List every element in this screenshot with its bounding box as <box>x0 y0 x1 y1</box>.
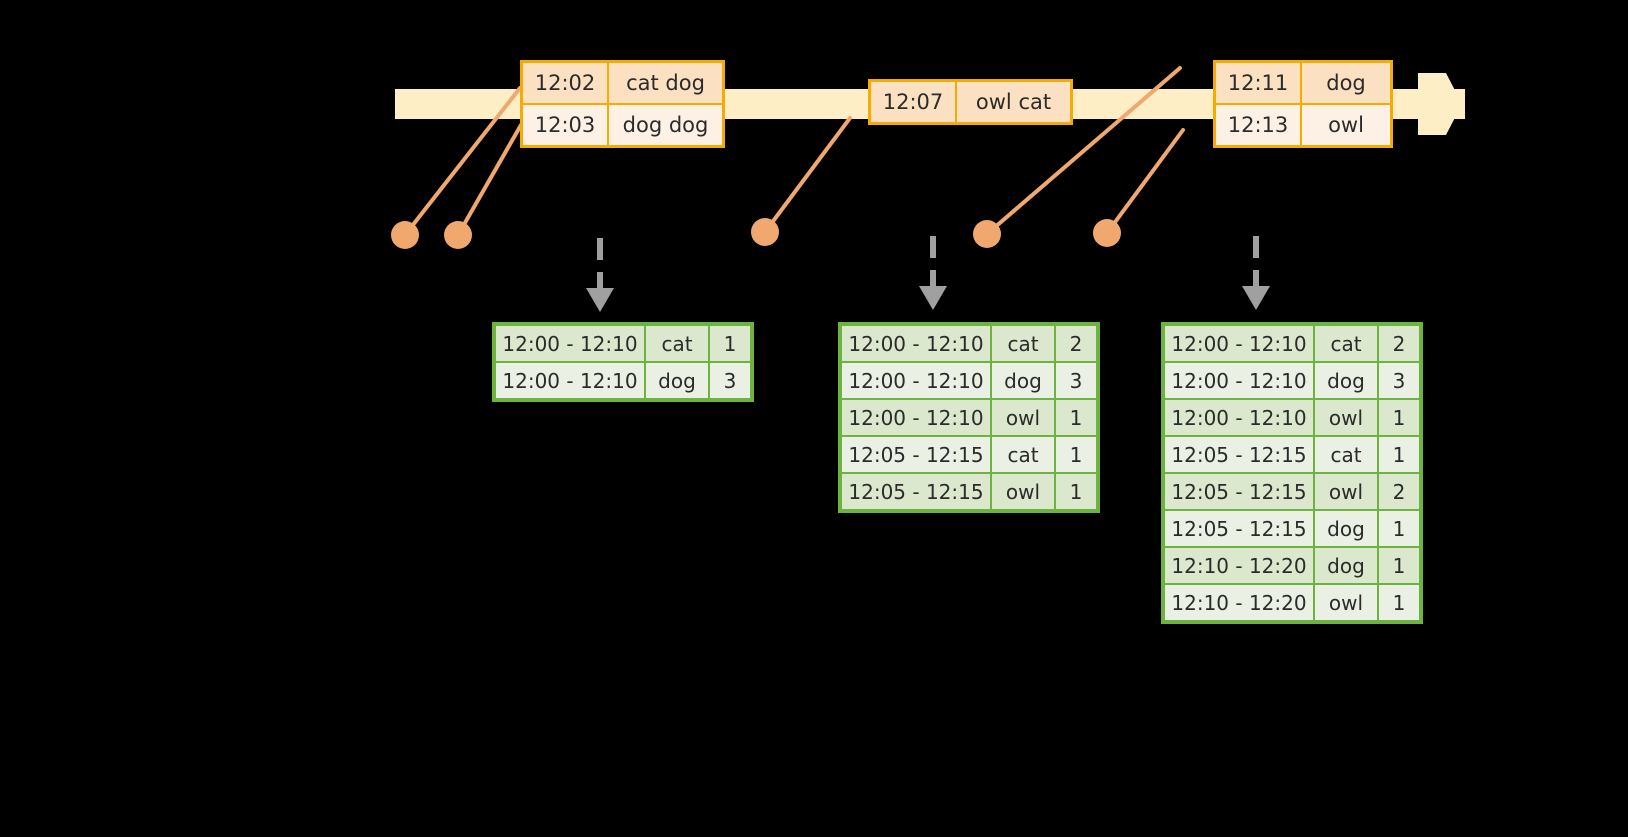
window-range: 12:10 - 12:20 <box>1165 585 1313 620</box>
window-range: 12:00 - 12:10 <box>842 400 990 435</box>
window-count: 2 <box>1379 474 1419 509</box>
window-word: owl <box>1315 474 1377 509</box>
window-range: 12:05 - 12:15 <box>1165 511 1313 546</box>
dashed-arrow-head-3 <box>1242 286 1270 310</box>
window-word: dog <box>1315 511 1377 546</box>
event-words: dog <box>1302 63 1390 103</box>
timeline-arrow-head-body <box>1418 73 1462 135</box>
window-results-2[interactable]: 12:00 - 12:10 cat 2 12:00 - 12:10 dog 3 … <box>838 322 1100 513</box>
window-range: 12:00 - 12:10 <box>496 326 644 361</box>
window-count: 1 <box>1379 400 1419 435</box>
window-word: dog <box>646 363 708 398</box>
window-word: dog <box>1315 363 1377 398</box>
event-group-2[interactable]: 12:07 owl cat <box>868 79 1073 125</box>
window-range: 12:00 - 12:10 <box>1165 400 1313 435</box>
window-range: 12:00 - 12:10 <box>1165 326 1313 361</box>
event-time: 12:13 <box>1216 105 1302 145</box>
window-count: 2 <box>1379 326 1419 361</box>
connector-dot-4 <box>973 220 1001 248</box>
table-row[interactable]: 12:05 - 12:15 owl 2 <box>1165 474 1419 509</box>
window-word: dog <box>1315 548 1377 583</box>
dashed-arrow-head-1 <box>586 288 614 312</box>
window-range: 12:00 - 12:10 <box>496 363 644 398</box>
connector-dots <box>391 218 1121 249</box>
connector-lines <box>403 66 1185 237</box>
window-results-3[interactable]: 12:00 - 12:10 cat 2 12:00 - 12:10 dog 3 … <box>1161 322 1423 624</box>
window-range: 12:00 - 12:10 <box>842 326 990 361</box>
window-word: owl <box>1315 585 1377 620</box>
window-count: 1 <box>1056 437 1096 472</box>
table-row[interactable]: 12:00 - 12:10 dog 3 <box>842 363 1096 398</box>
event-row[interactable]: 12:02 cat dog <box>523 63 722 103</box>
event-row[interactable]: 12:11 dog <box>1216 63 1390 103</box>
event-group-3[interactable]: 12:11 dog 12:13 owl <box>1213 60 1393 148</box>
table-row[interactable]: 12:00 - 12:10 dog 3 <box>1165 363 1419 398</box>
table-row[interactable]: 12:05 - 12:15 owl 1 <box>842 474 1096 509</box>
connector-dot-1 <box>391 221 419 249</box>
table-row[interactable]: 12:05 - 12:15 dog 1 <box>1165 511 1419 546</box>
window-count: 1 <box>1379 437 1419 472</box>
event-row[interactable]: 12:13 owl <box>1216 103 1390 145</box>
connector-dot-2 <box>444 221 472 249</box>
window-results-1[interactable]: 12:00 - 12:10 cat 1 12:00 - 12:10 dog 3 <box>492 322 754 402</box>
window-range: 12:05 - 12:15 <box>842 474 990 509</box>
window-word: cat <box>992 326 1054 361</box>
event-group-1[interactable]: 12:02 cat dog 12:03 dog dog <box>520 60 725 148</box>
window-word: cat <box>646 326 708 361</box>
event-words: owl cat <box>957 82 1070 122</box>
window-count: 3 <box>710 363 750 398</box>
connector-line-1 <box>403 86 522 237</box>
event-words: cat dog <box>609 63 722 103</box>
connector-dot-3 <box>751 218 779 246</box>
window-count: 1 <box>1379 548 1419 583</box>
dashed-arrow-head-2 <box>919 286 947 310</box>
connector-line-5 <box>1105 128 1185 235</box>
window-word: dog <box>992 363 1054 398</box>
table-row[interactable]: 12:05 - 12:15 cat 1 <box>842 437 1096 472</box>
dashed-arrows <box>586 236 1270 312</box>
event-time: 12:07 <box>871 82 957 122</box>
table-row[interactable]: 12:00 - 12:10 owl 1 <box>842 400 1096 435</box>
event-time: 12:11 <box>1216 63 1302 103</box>
connector-line-3 <box>763 116 852 234</box>
event-row[interactable]: 12:07 owl cat <box>871 82 1070 122</box>
table-row[interactable]: 12:00 - 12:10 cat 2 <box>1165 326 1419 361</box>
event-row[interactable]: 12:03 dog dog <box>523 103 722 145</box>
window-count: 1 <box>1056 474 1096 509</box>
window-count: 1 <box>710 326 750 361</box>
window-word: owl <box>992 474 1054 509</box>
window-count: 3 <box>1056 363 1096 398</box>
window-count: 3 <box>1379 363 1419 398</box>
event-time: 12:03 <box>523 105 609 145</box>
window-count: 1 <box>1379 511 1419 546</box>
connector-line-4 <box>985 66 1182 236</box>
window-count: 1 <box>1056 400 1096 435</box>
window-range: 12:05 - 12:15 <box>842 437 990 472</box>
connector-dot-5 <box>1093 219 1121 247</box>
window-range: 12:00 - 12:10 <box>1165 363 1313 398</box>
window-range: 12:05 - 12:15 <box>1165 437 1313 472</box>
window-count: 1 <box>1379 585 1419 620</box>
table-row[interactable]: 12:00 - 12:10 owl 1 <box>1165 400 1419 435</box>
window-word: cat <box>1315 437 1377 472</box>
window-range: 12:05 - 12:15 <box>1165 474 1313 509</box>
event-time: 12:02 <box>523 63 609 103</box>
window-word: cat <box>992 437 1054 472</box>
window-count: 2 <box>1056 326 1096 361</box>
window-word: cat <box>1315 326 1377 361</box>
table-row[interactable]: 12:00 - 12:10 cat 2 <box>842 326 1096 361</box>
table-row[interactable]: 12:10 - 12:20 owl 1 <box>1165 585 1419 620</box>
window-range: 12:00 - 12:10 <box>842 363 990 398</box>
connector-line-2 <box>456 123 523 237</box>
event-words: dog dog <box>609 105 722 145</box>
window-word: owl <box>992 400 1054 435</box>
table-row[interactable]: 12:10 - 12:20 dog 1 <box>1165 548 1419 583</box>
table-row[interactable]: 12:00 - 12:10 dog 3 <box>496 363 750 398</box>
table-row[interactable]: 12:05 - 12:15 cat 1 <box>1165 437 1419 472</box>
event-words: owl <box>1302 105 1390 145</box>
table-row[interactable]: 12:00 - 12:10 cat 1 <box>496 326 750 361</box>
window-word: owl <box>1315 400 1377 435</box>
window-range: 12:10 - 12:20 <box>1165 548 1313 583</box>
